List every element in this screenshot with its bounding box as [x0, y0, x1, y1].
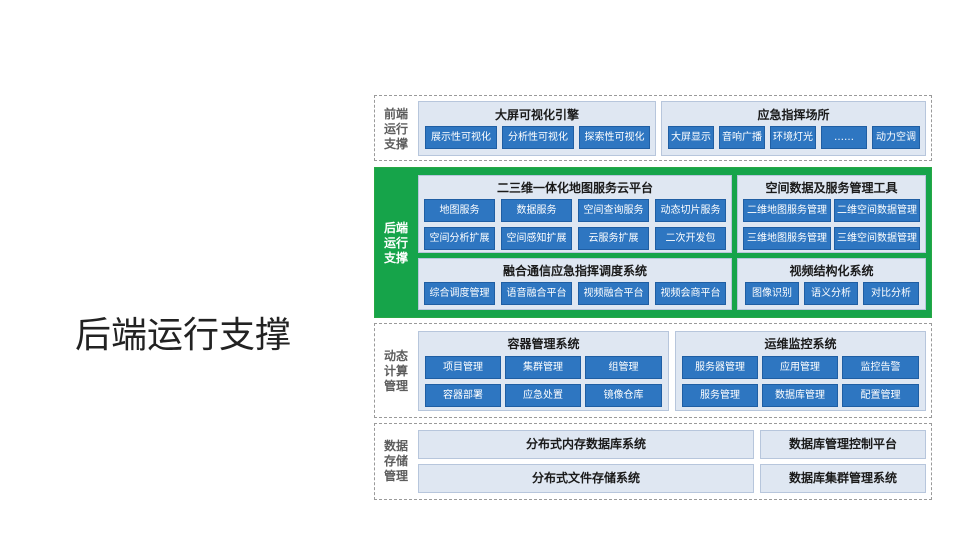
group-title: 大屏可视化引擎: [494, 108, 579, 122]
item-3d-map-service-mgmt[interactable]: 三维地图服务管理: [743, 227, 831, 250]
group-title: 应急指挥场所: [757, 108, 830, 122]
item-server-mgmt[interactable]: 服务器管理: [682, 356, 758, 379]
layer-label-line: 前端: [383, 107, 408, 121]
bar-db-cluster-mgmt[interactable]: 数据库集群管理系统: [760, 464, 926, 493]
item-ambient-light[interactable]: 环境灯光: [770, 126, 816, 149]
item-dynamic-tiling[interactable]: 动态切片服务: [655, 199, 726, 222]
item-database-mgmt[interactable]: 数据库管理: [762, 384, 838, 407]
storage-layer-label: 数据 存储 管理: [381, 439, 411, 484]
group-title: 二三维一体化地图服务云平台: [496, 181, 653, 195]
backend-layer: 后端 运行 支撑 二三维一体化地图服务云平台 地图服务 数据服务 空间查询服务 …: [374, 167, 932, 318]
item-video-consult[interactable]: 视频会商平台: [655, 282, 726, 305]
layer-label-line: 运行: [383, 236, 408, 250]
item-service-mgmt[interactable]: 服务管理: [682, 384, 758, 407]
group-spatial-data-tools: 空间数据及服务管理工具 二维地图服务管理 二维空间数据管理 三维地图服务管理 三…: [737, 175, 926, 253]
layer-label-line: 计算: [383, 364, 408, 378]
item-container-deploy[interactable]: 容器部署: [425, 384, 501, 407]
layer-label-line: 后端: [383, 221, 408, 235]
group-ops-monitoring: 运维监控系统 服务器管理 应用管理 监控告警 服务管理 数据库管理 配置管理: [675, 331, 926, 411]
frontend-layer: 前端 运行 支撑 大屏可视化引擎 展示性可视化 分析性可视化 探索性可视化 应急…: [374, 95, 932, 161]
item-data-service[interactable]: 数据服务: [501, 199, 572, 222]
item-2d-spatial-data-mgmt[interactable]: 二维空间数据管理: [834, 199, 920, 222]
item-ellipsis[interactable]: ……: [821, 126, 867, 149]
layer-label-line: 管理: [383, 469, 408, 483]
item-audio-broadcast[interactable]: 音响广播: [719, 126, 765, 149]
bar-distributed-file-storage[interactable]: 分布式文件存储系统: [418, 464, 754, 493]
item-semantic-analysis[interactable]: 语义分析: [804, 282, 858, 305]
item-emergency-handling[interactable]: 应急处置: [505, 384, 581, 407]
group-title: 空间数据及服务管理工具: [765, 181, 898, 195]
item-spatial-sensing-ext[interactable]: 空间感知扩展: [501, 227, 572, 250]
storage-layer: 数据 存储 管理 分布式内存数据库系统 数据库管理控制平台 分布式文件存储系统 …: [374, 423, 932, 500]
item-config-mgmt[interactable]: 配置管理: [842, 384, 919, 407]
item-spatial-query[interactable]: 空间查询服务: [578, 199, 649, 222]
item-spatial-analysis-ext[interactable]: 空间分析扩展: [424, 227, 495, 250]
item-video-fusion[interactable]: 视频融合平台: [578, 282, 649, 305]
group-fusion-dispatch: 融合通信应急指挥调度系统 综合调度管理 语音融合平台 视频融合平台 视频会商平台: [418, 258, 732, 310]
item-image-recognition[interactable]: 图像识别: [745, 282, 799, 305]
item-cloud-service-ext[interactable]: 云服务扩展: [578, 227, 649, 250]
item-integrated-dispatch[interactable]: 综合调度管理: [424, 282, 495, 305]
item-voice-fusion[interactable]: 语音融合平台: [501, 282, 572, 305]
item-project-mgmt[interactable]: 项目管理: [425, 356, 501, 379]
layer-label-line: 运行: [383, 122, 408, 136]
item-3d-spatial-data-mgmt[interactable]: 三维空间数据管理: [834, 227, 920, 250]
group-command-venue: 应急指挥场所 大屏显示 音响广播 环境灯光 …… 动力空调: [661, 101, 926, 156]
item-power-hvac[interactable]: 动力空调: [872, 126, 920, 149]
bar-distributed-memory-db[interactable]: 分布式内存数据库系统: [418, 430, 754, 459]
page-title: 后端运行支撑: [75, 315, 292, 356]
item-app-mgmt[interactable]: 应用管理: [762, 356, 838, 379]
group-title: 视频结构化系统: [789, 264, 874, 278]
compute-layer-label: 动态 计算 管理: [381, 349, 411, 394]
frontend-layer-label: 前端 运行 支撑: [381, 107, 411, 152]
item-2d-map-service-mgmt[interactable]: 二维地图服务管理: [743, 199, 831, 222]
layer-label-line: 数据: [383, 439, 408, 453]
compute-layer: 动态 计算 管理 容器管理系统 项目管理 集群管理 组管理 容器部署 应急处置 …: [374, 323, 932, 418]
item-analytic-visualization[interactable]: 分析性可视化: [502, 126, 574, 149]
layer-label-line: 支撑: [383, 137, 408, 151]
group-title: 容器管理系统: [507, 337, 580, 351]
item-display-visualization[interactable]: 展示性可视化: [425, 126, 497, 149]
item-cluster-mgmt[interactable]: 集群管理: [505, 356, 581, 379]
item-comparative-analysis[interactable]: 对比分析: [863, 282, 919, 305]
group-title: 融合通信应急指挥调度系统: [502, 264, 647, 278]
layer-label-line: 动态: [383, 349, 408, 363]
group-map-cloud-platform: 二三维一体化地图服务云平台 地图服务 数据服务 空间查询服务 动态切片服务 空间…: [418, 175, 732, 253]
group-big-screen-engine: 大屏可视化引擎 展示性可视化 分析性可视化 探索性可视化: [418, 101, 656, 156]
item-sdk[interactable]: 二次开发包: [655, 227, 726, 250]
item-image-registry[interactable]: 镜像仓库: [585, 384, 662, 407]
bar-db-control-platform[interactable]: 数据库管理控制平台: [760, 430, 926, 459]
layer-label-line: 支撑: [383, 251, 408, 265]
backend-layer-label: 后端 运行 支撑: [381, 221, 411, 266]
item-map-service[interactable]: 地图服务: [424, 199, 495, 222]
item-large-screen[interactable]: 大屏显示: [668, 126, 714, 149]
group-video-structuring: 视频结构化系统 图像识别 语义分析 对比分析: [737, 258, 926, 310]
item-monitor-alert[interactable]: 监控告警: [842, 356, 919, 379]
item-explore-visualization[interactable]: 探索性可视化: [579, 126, 650, 149]
layer-label-line: 管理: [383, 379, 408, 393]
group-container-mgmt: 容器管理系统 项目管理 集群管理 组管理 容器部署 应急处置 镜像仓库: [418, 331, 669, 411]
group-title: 运维监控系统: [764, 337, 837, 351]
layer-label-line: 存储: [383, 454, 408, 468]
item-group-mgmt[interactable]: 组管理: [585, 356, 662, 379]
